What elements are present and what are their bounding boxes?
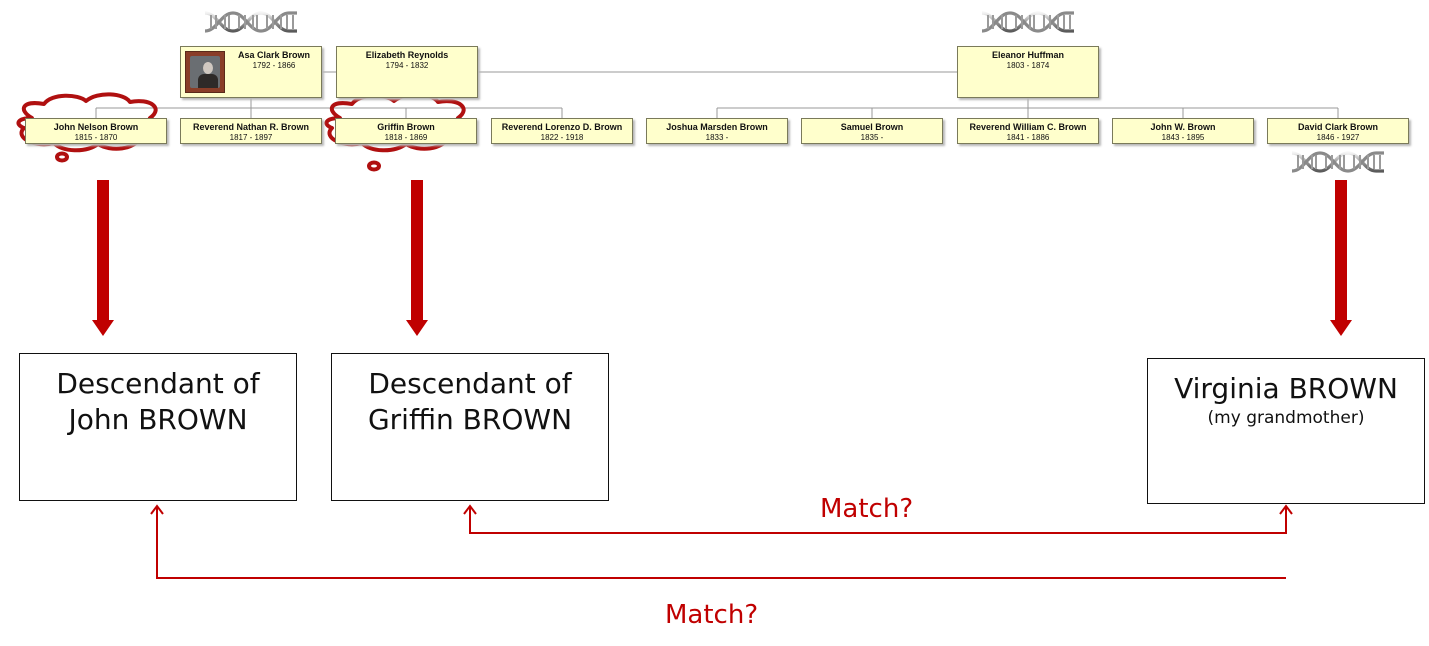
person-name: Reverend Lorenzo D. Brown <box>501 122 623 132</box>
person-name: Elizabeth Reynolds <box>365 50 449 60</box>
dna-helix-icon <box>981 11 1074 33</box>
person-name: Reverend William C. Brown <box>969 122 1087 132</box>
person-name: Joshua Marsden Brown <box>666 122 768 132</box>
arrow-shaft-david <box>1335 180 1347 320</box>
box-line-1: Descendant of <box>56 367 260 400</box>
child-node-joshua[interactable]: Joshua Marsden Brown 1833 - <box>646 118 788 144</box>
person-dates: 1817 - 1897 <box>229 133 273 142</box>
arrow-shaft-griffin <box>411 180 423 320</box>
person-name: Asa Clark Brown <box>237 50 311 60</box>
match-label-upper: Match? <box>820 494 914 524</box>
tree-connectors <box>95 71 1339 118</box>
person-dates: 1833 - <box>705 133 729 142</box>
arrow-head-griffin <box>406 320 428 336</box>
person-dates: 1822 - 1918 <box>540 133 584 142</box>
descendant-box-virginia: Virginia BROWN (my grandmother) <box>1147 358 1425 504</box>
parent-node-elizabeth[interactable]: Elizabeth Reynolds 1794 - 1832 <box>336 46 478 98</box>
parent-node-asa[interactable]: Asa Clark Brown 1792 - 1866 <box>180 46 322 98</box>
dna-helix-icon <box>204 11 297 33</box>
descent-arrows <box>92 180 1352 336</box>
person-name: Eleanor Huffman <box>991 50 1064 60</box>
parent-node-eleanor[interactable]: Eleanor Huffman 1803 - 1874 <box>957 46 1099 98</box>
person-dates: 1818 - 1869 <box>384 133 428 142</box>
box-line-2: Griffin BROWN <box>367 403 573 436</box>
portrait-photo <box>185 51 225 93</box>
match-label-lower: Match? <box>665 600 759 630</box>
person-dates: 1835 - <box>860 133 884 142</box>
child-node-nathan[interactable]: Reverend Nathan R. Brown 1817 - 1897 <box>180 118 322 144</box>
arrow-head-david <box>1330 320 1352 336</box>
arrow-shaft-john <box>97 180 109 320</box>
match-line-john <box>156 506 1286 579</box>
box-line-1: Descendant of <box>368 367 572 400</box>
person-dates: 1846 - 1927 <box>1316 133 1360 142</box>
person-name: Griffin Brown <box>377 122 435 132</box>
person-name: Reverend Nathan R. Brown <box>192 122 310 132</box>
person-name: David Clark Brown <box>1297 122 1379 132</box>
box-subtitle: (my grandmother) <box>1207 408 1365 428</box>
person-name: Samuel Brown <box>840 122 904 132</box>
person-dates: 1794 - 1832 <box>385 61 429 70</box>
box-line-1: Virginia BROWN <box>1174 372 1398 405</box>
person-dates: 1843 - 1895 <box>1161 133 1205 142</box>
descendant-box-griffin: Descendant of Griffin BROWN <box>331 353 609 501</box>
person-name: John Nelson Brown <box>53 122 139 132</box>
match-line-griffin <box>469 506 1287 534</box>
person-dates: 1792 - 1866 <box>252 61 296 70</box>
child-node-william[interactable]: Reverend William C. Brown 1841 - 1886 <box>957 118 1099 144</box>
child-node-lorenzo[interactable]: Reverend Lorenzo D. Brown 1822 - 1918 <box>491 118 633 144</box>
child-node-david[interactable]: David Clark Brown 1846 - 1927 <box>1267 118 1409 144</box>
child-node-griffin[interactable]: Griffin Brown 1818 - 1869 <box>335 118 477 144</box>
person-name: John W. Brown <box>1150 122 1216 132</box>
person-dates: 1841 - 1886 <box>1006 133 1050 142</box>
child-node-samuel[interactable]: Samuel Brown 1835 - <box>801 118 943 144</box>
child-node-john-nelson[interactable]: John Nelson Brown 1815 - 1870 <box>25 118 167 144</box>
person-dates: 1803 - 1874 <box>1006 61 1050 70</box>
person-dates: 1815 - 1870 <box>74 133 118 142</box>
descendant-box-john: Descendant of John BROWN <box>19 353 297 501</box>
match-connectors <box>150 504 1293 579</box>
child-node-john-w[interactable]: John W. Brown 1843 - 1895 <box>1112 118 1254 144</box>
box-line-2: John BROWN <box>68 403 248 436</box>
dna-helix-icon <box>1291 151 1384 173</box>
arrow-head-john <box>92 320 114 336</box>
